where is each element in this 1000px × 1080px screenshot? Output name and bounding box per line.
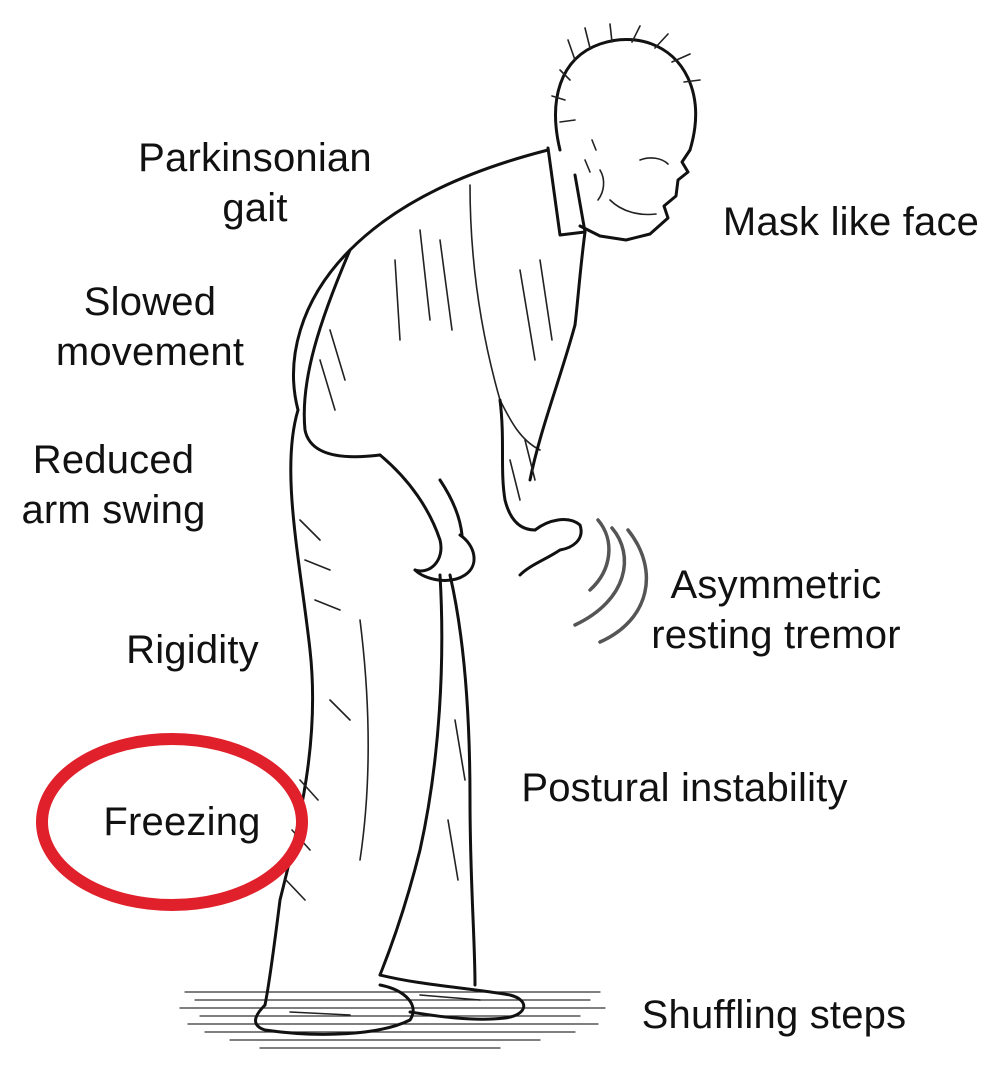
far-arm	[498, 323, 583, 577]
shoes	[254, 973, 526, 1036]
tremor-wave-icon	[573, 518, 649, 644]
label-line: arm swing	[21, 488, 206, 532]
label-line: Mask like face	[722, 200, 980, 244]
label-line: Reduced	[32, 438, 195, 482]
head	[551, 23, 701, 242]
collar	[546, 146, 587, 237]
label-line: Slowed	[83, 280, 217, 324]
label-shuffling-steps: Shuffling steps	[624, 990, 924, 1040]
label-mask-like-face: Mask like face	[706, 197, 996, 247]
label-line: Parkinsonian	[138, 136, 372, 180]
label-line: gait	[222, 186, 288, 230]
floor-hatching	[179, 991, 606, 1049]
label-reduced-arm-swing: Reduced arm swing	[6, 435, 221, 535]
label-asymmetric-resting-tremor: Asymmetric resting tremor	[636, 560, 916, 660]
label-parkinsonian-gait: Parkinsonian gait	[120, 133, 390, 233]
legs	[263, 408, 477, 1007]
label-line: resting tremor	[651, 613, 901, 657]
label-rigidity: Rigidity	[110, 625, 275, 675]
label-postural-instability: Postural instability	[502, 763, 867, 813]
label-line: Rigidity	[126, 628, 259, 672]
label-line: Asymmetric	[670, 563, 882, 607]
label-slowed-movement: Slowed movement	[40, 277, 260, 377]
label-freezing: Freezing	[87, 797, 277, 847]
label-line: movement	[55, 330, 245, 374]
label-line: Postural instability	[521, 766, 848, 810]
red-ellipse-highlight	[36, 733, 308, 911]
label-line: Freezing	[103, 800, 261, 844]
near-arm	[302, 248, 476, 582]
label-line: Shuffling steps	[641, 993, 907, 1037]
